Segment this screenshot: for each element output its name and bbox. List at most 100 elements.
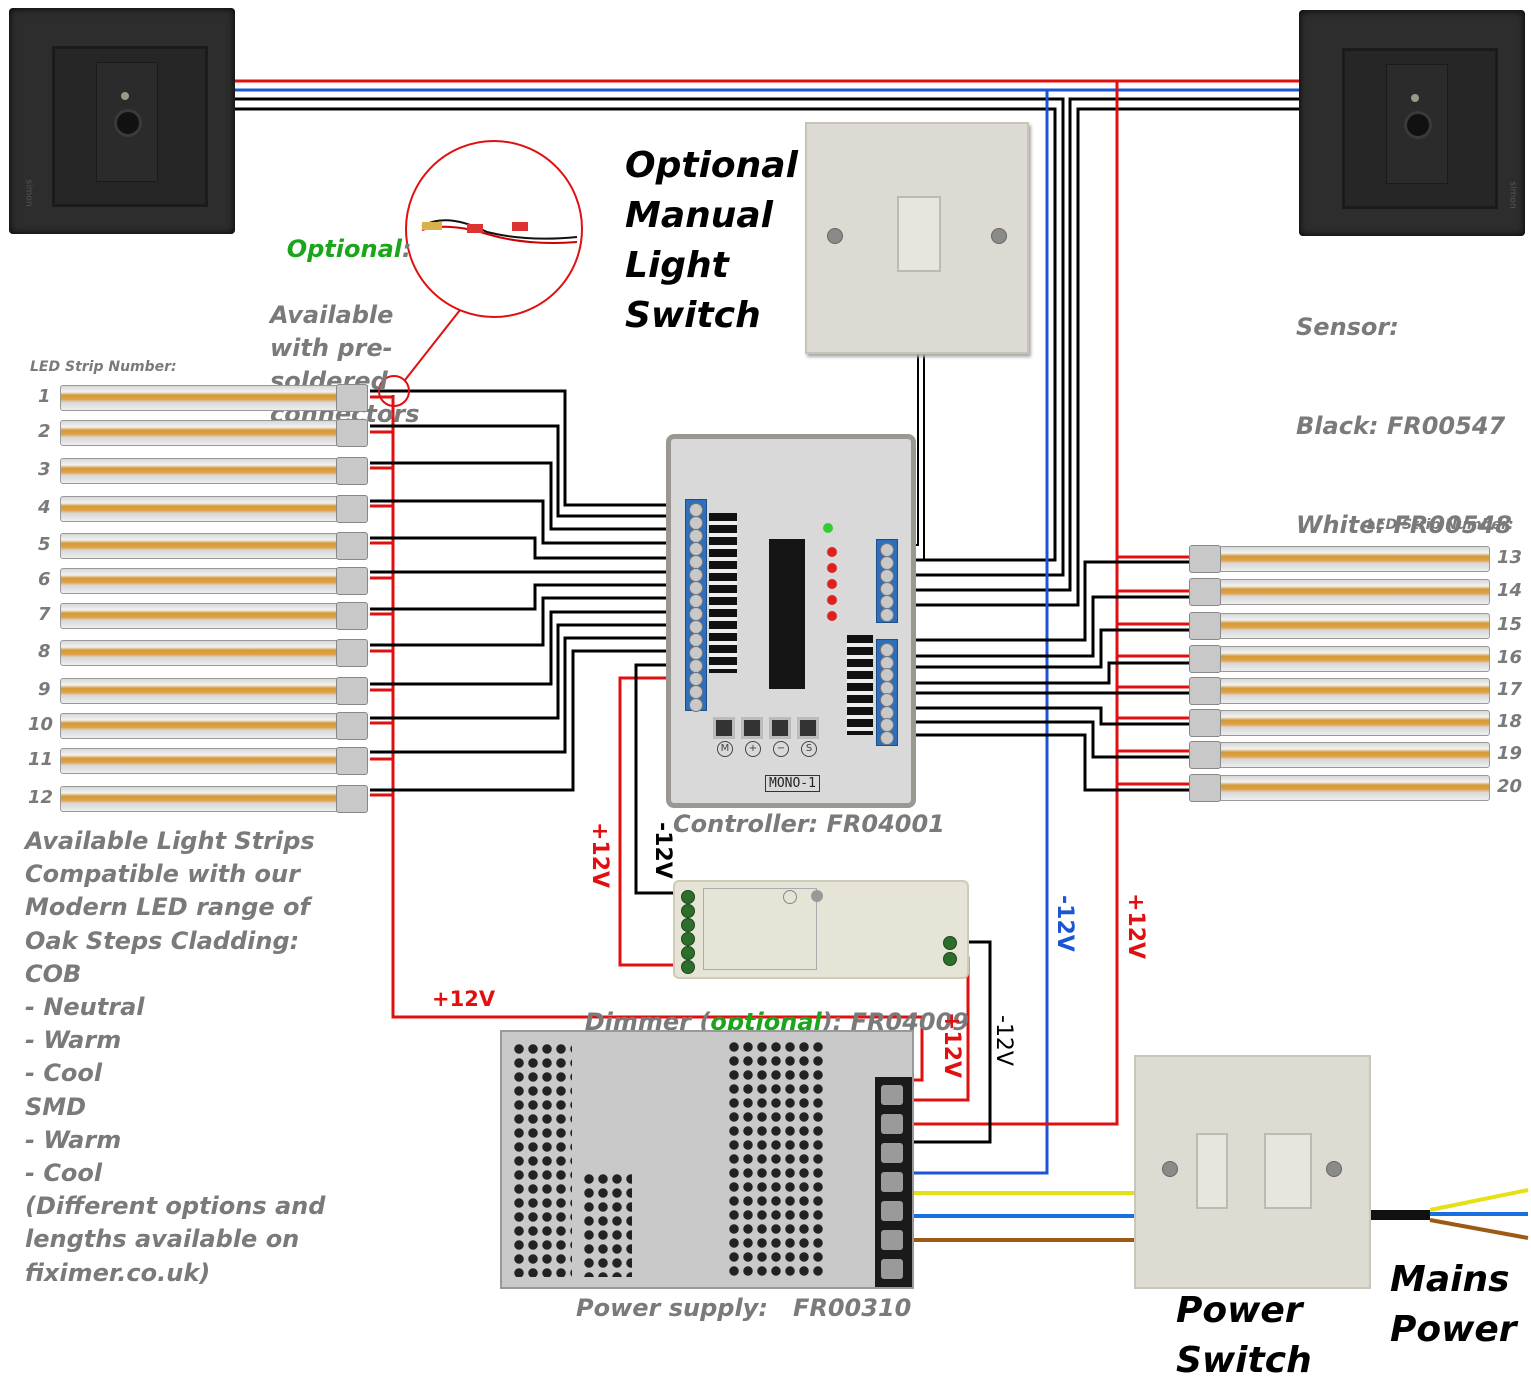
strip-end-cap [336,785,368,813]
controller-label: Controller: FR04001 [673,810,945,838]
strip-end-cap [1189,612,1221,640]
button-label-minus: − [773,741,789,757]
strip-end-cap [336,419,368,447]
terminal-block-bottom-right [876,639,898,746]
led-strip [1189,774,1490,802]
terminal-screw-icon [689,607,703,621]
terminal-screw-icon [689,646,703,660]
indicator-led-icon [827,595,837,605]
sensor-led-icon [1411,94,1419,102]
sensor-brand: simon [1507,181,1518,209]
controller-button-minus[interactable] [769,717,791,739]
connector-icon [421,219,578,244]
manual-light-switch [805,122,1029,354]
strip-end-cap [336,639,368,667]
strip-end-cap [1189,741,1221,769]
terminal-screw-icon [689,516,703,530]
strip-end-cap [336,532,368,560]
label-minus12-right: -12V [1052,895,1077,952]
sensor-led-icon [121,92,129,100]
terminal-screw-icon [689,672,703,686]
button-label-s: S [801,741,817,757]
led-strip [1189,578,1490,606]
left-strip-wire-3 [370,461,670,531]
strip-end-cap [1189,578,1221,606]
available-strips-line: (Different options and [25,1192,326,1221]
led-strip [1189,677,1490,705]
terminal-icon [681,946,695,960]
strip-number: 11 [28,749,54,770]
terminal-screw-icon [880,730,894,745]
controller-button-m[interactable] [713,717,735,739]
terminal-screw-icon [689,685,703,699]
dimmer-negative-in [634,663,680,895]
terminal-icon [681,960,695,974]
vent-grille [512,1042,572,1277]
manual-switch-title: Optional Manual Light Switch [625,145,798,336]
strip-number: 4 [38,497,51,518]
strip-end-cap [336,495,368,523]
strip-end-cap [336,712,368,740]
microcontroller-chip [769,539,805,689]
strip-end-cap [1189,774,1221,802]
connector-callout [405,140,583,318]
terminal-screw-icon [880,718,894,732]
led-strip [60,712,368,740]
strip-number: 6 [38,569,51,590]
terminal-screw-icon [689,529,703,543]
right-strip-wire-15 [900,628,1190,669]
led-strip [60,495,368,523]
strip-number: 9 [38,679,51,700]
available-strips-line: fiximer.co.uk) [25,1258,211,1287]
power-switch-plate [1134,1055,1371,1289]
sensor-left: simon [9,8,235,234]
strip-end-cap [336,567,368,595]
strip-number: 2 [38,421,51,442]
led-strip [60,747,368,775]
terminal-screw-icon [689,659,703,673]
strip-end-cap [336,747,368,775]
controller-button-s[interactable] [797,717,819,739]
rocker-icon [1264,1133,1312,1209]
terminal-screw-icon [689,633,703,647]
right-strip-heading: LED Strip Number: [1367,517,1514,533]
terminal-screw-icon [880,556,894,570]
sensor-right: simon [1299,10,1525,236]
terminal-block-top-right [876,539,898,623]
strip-end-cap [336,457,368,485]
mains-earth [1429,1188,1529,1212]
rocker-icon [897,196,941,272]
left-strip-wire-2 [370,424,670,518]
indicator-led-icon [827,563,837,573]
callout-ring [378,375,410,407]
strip-number: 19 [1497,743,1523,764]
switch-icon [783,890,797,904]
led-strip [60,785,368,813]
strip-number: 17 [1497,679,1523,700]
psu-terminal-screw-icon [881,1201,903,1221]
power-supply-label: Power supply: FR00310 [576,1294,912,1322]
terminal-icon [681,932,695,946]
led-strip [60,639,368,667]
available-strips-line: - Neutral [25,993,145,1022]
strip-number: 10 [28,714,54,735]
led-strip [1189,709,1490,737]
sensor-white-code: White: FR00548 [1296,511,1512,539]
sensor-wire-signal-d [900,107,1300,607]
dimmer-unit [673,880,969,979]
strip-number: 5 [38,534,51,555]
controller-button-plus[interactable] [741,717,763,739]
psu-terminal-screw-icon [881,1259,903,1279]
label-minus12-psu: -12V [991,1015,1016,1066]
led-strip [60,532,368,560]
terminal-block-left [685,499,707,712]
mains-live [1429,1218,1529,1240]
right-positive-branches [1117,555,1190,786]
terminal-icon [681,904,695,918]
terminal-icon [943,936,957,950]
available-strips-line: - Cool [25,1059,103,1088]
heatsink-array [709,513,737,673]
available-strips-line: Available Light Strips [25,827,315,855]
right-strip-wire-14 [900,595,1190,658]
terminal-screw-icon [880,543,894,557]
